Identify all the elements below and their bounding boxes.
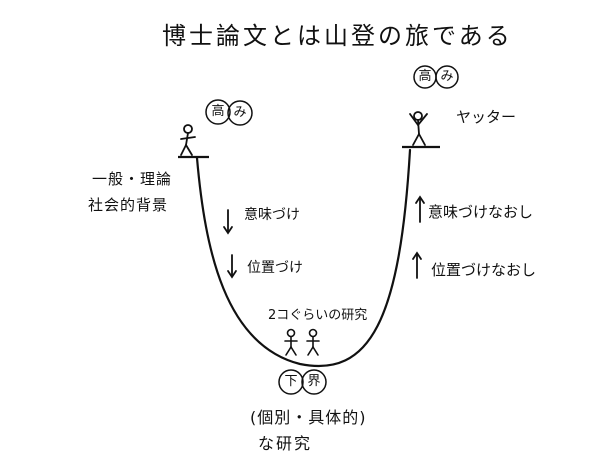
up-label-meaning-again: 意味づけなおし [428,203,534,221]
start-badge-char-2: み [233,105,247,120]
goal-stick-figure [409,111,428,146]
start-stick-figure [180,124,196,156]
bottom-badge-circle-2 [301,369,327,395]
bottom-badge-circle-1 [278,369,304,395]
valley-curve [195,148,412,368]
start-badge-circle-2 [227,100,253,126]
goal-exclaim: ヤッター [456,108,517,126]
up-arrow-1 [415,195,425,223]
down-arrow-2 [227,254,237,279]
title: 博士論文とは山登の旅である [162,22,513,50]
valley-stick-figures [284,328,320,356]
up-label-position-again: 位置づけなおし [431,261,537,279]
goal-badge-char-1: 高 [418,69,432,84]
start-badge-circle-1 [205,99,231,125]
down-arrow-1 [223,209,233,235]
left-label-line-1: 一般・理論 [92,170,173,188]
left-label-line-2: 社会的背景 [88,196,169,214]
goal-badge-circle-2 [435,65,459,89]
bottom-badge-char-2: 界 [307,374,321,389]
bottom-badge-char-1: 下 [284,374,298,389]
down-label-position: 位置づけ [247,260,303,276]
valley-label: 2コぐらいの研究 [268,308,368,323]
goal-badge-char-2: み [440,69,454,84]
up-arrow-2 [412,251,422,279]
down-label-meaning: 意味づけ [244,207,300,223]
bottom-label-line-2: な研究 [258,434,313,453]
start-badge-char-1: 高 [211,104,225,119]
bottom-label-line-1: (個別・具体的) [250,408,367,427]
